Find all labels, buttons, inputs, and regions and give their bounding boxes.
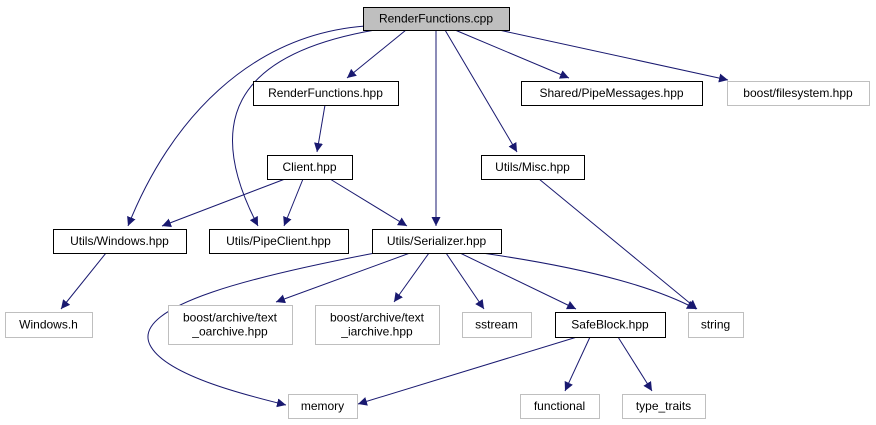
edge-n0-to-n1: [346, 29, 407, 79]
node-label: Windows.h: [19, 318, 78, 332]
edge-n0-to-n6: [127, 25, 366, 227]
edge-n8-to-n15: [147, 252, 376, 408]
node-box: [727, 81, 870, 106]
edge-n8-to-n14: [481, 252, 697, 310]
edge-n4-to-n6: [161, 178, 286, 227]
node-label: _oarchive.hpp: [191, 325, 268, 339]
node-label: type_traits: [636, 399, 691, 413]
node-label: sstream: [475, 318, 518, 332]
node-label: Utils/Serializer.hpp: [387, 234, 487, 248]
node-n5[interactable]: Utils/Misc.hpp: [481, 155, 585, 180]
edge-n8-to-n11: [393, 252, 430, 303]
node-n2[interactable]: Shared/PipeMessages.hpp: [521, 81, 703, 106]
node-box: [288, 394, 358, 419]
edge-n13-to-n17: [617, 336, 653, 392]
node-n8[interactable]: Utils/Serializer.hpp: [372, 229, 502, 254]
node-n17[interactable]: type_traits: [622, 394, 706, 419]
edge-n8-to-n13: [459, 252, 577, 310]
node-box: [168, 305, 293, 345]
node-box: [5, 312, 93, 338]
edge-n0-to-n5: [444, 29, 518, 153]
node-label: memory: [301, 399, 344, 413]
node-n0[interactable]: RenderFunctions.cpp: [363, 7, 510, 31]
node-box: [267, 155, 353, 180]
edge-n6-to-n9: [60, 252, 107, 310]
node-n11[interactable]: boost/archive/text_iarchive.hpp: [315, 305, 440, 345]
node-box: [521, 81, 703, 106]
node-n4[interactable]: Client.hpp: [267, 155, 353, 180]
node-label: _iarchive.hpp: [340, 325, 413, 339]
node-n9[interactable]: Windows.h: [5, 312, 93, 338]
node-box: [481, 155, 585, 180]
node-n6[interactable]: Utils/Windows.hpp: [53, 229, 187, 254]
node-n3[interactable]: boost/filesystem.hpp: [727, 81, 870, 106]
node-label: Client.hpp: [282, 160, 336, 174]
edges-layer: [60, 25, 729, 408]
edge-n0-to-n2: [454, 29, 570, 79]
node-label: RenderFunctions.hpp: [268, 86, 383, 100]
edge-n0-to-n7: [231, 29, 376, 227]
edge-n1-to-n4: [314, 104, 326, 153]
node-label: boost/archive/text: [330, 311, 425, 325]
node-box: [555, 312, 666, 338]
edge-n0-to-n3: [498, 29, 729, 83]
node-n10[interactable]: boost/archive/text_oarchive.hpp: [168, 305, 293, 345]
node-label: Utils/Windows.hpp: [70, 234, 169, 248]
node-box: [622, 394, 706, 419]
node-label: functional: [534, 399, 585, 413]
node-n1[interactable]: RenderFunctions.hpp: [253, 81, 399, 106]
node-label: SafeBlock.hpp: [571, 318, 649, 332]
node-n14[interactable]: string: [688, 312, 744, 338]
node-n15[interactable]: memory: [288, 394, 358, 419]
edge-n13-to-n15: [357, 336, 578, 406]
node-label: Shared/PipeMessages.hpp: [539, 86, 683, 100]
node-box: [53, 229, 187, 254]
node-box: [520, 394, 600, 419]
edge-n5-to-n14: [538, 178, 698, 310]
node-label: RenderFunctions.cpp: [379, 12, 493, 26]
node-box: [253, 81, 399, 106]
node-n16[interactable]: functional: [520, 394, 600, 419]
node-box: [462, 312, 532, 338]
edge-n8-to-n12: [445, 252, 485, 310]
node-box: [209, 229, 349, 254]
edge-n4-to-n7: [283, 178, 304, 227]
node-label: boost/archive/text: [183, 311, 278, 325]
edge-n8-to-n10: [275, 252, 411, 304]
node-label: string: [701, 318, 730, 332]
node-box: [315, 305, 440, 345]
node-box: [363, 7, 510, 31]
edge-n4-to-n8: [329, 178, 408, 227]
node-label: boost/filesystem.hpp: [743, 86, 853, 100]
node-n13[interactable]: SafeBlock.hpp: [555, 312, 666, 338]
node-label: Utils/PipeClient.hpp: [226, 234, 331, 248]
node-box: [372, 229, 502, 254]
edge-n13-to-n16: [564, 336, 591, 392]
node-label: Utils/Misc.hpp: [495, 160, 570, 174]
node-n12[interactable]: sstream: [462, 312, 532, 338]
node-box: [688, 312, 744, 338]
node-n7[interactable]: Utils/PipeClient.hpp: [209, 229, 349, 254]
